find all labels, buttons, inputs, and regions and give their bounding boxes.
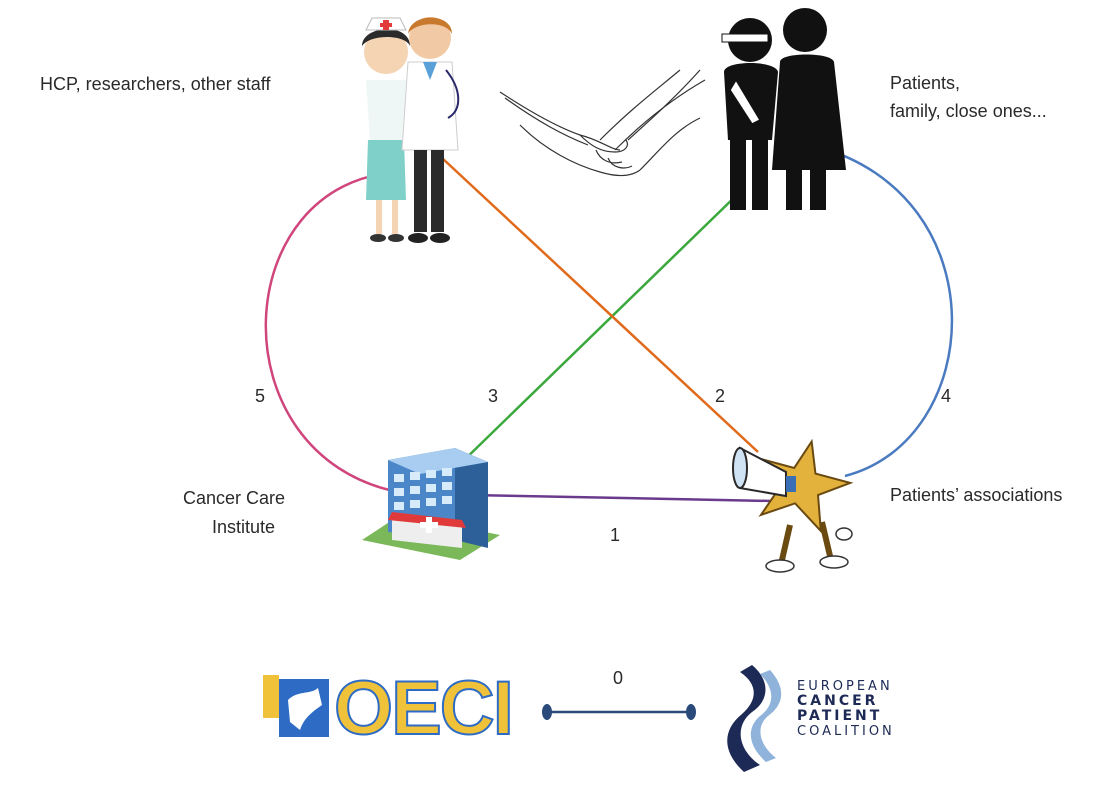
patients-family-icon [721,8,846,210]
patients-association-star-icon [732,438,854,573]
ecpc-logo-mark [727,665,782,772]
link-number-4: 4 [941,386,952,406]
link-number-5: 5 [255,386,266,406]
link-5-curve [264,170,401,494]
hospital-building-icon [362,448,500,560]
handshake-illustration [499,69,706,177]
link-4-curve [814,144,954,478]
ecpc-line-european: EUROPEAN [797,679,893,694]
healthcare-staff-icon [362,17,460,243]
node-label-institute-line1: Cancer Care [183,488,286,508]
node-label-hcp: HCP, researchers, other staff [40,74,271,94]
ecpc-logo-text: EUROPEAN CANCER PATIENT COALITION [797,679,895,739]
node-label-patients-line2: family, close ones... [890,101,1047,121]
link-number-1: 1 [610,525,621,545]
ecpc-line-coalition: COALITION [797,724,895,739]
oeci-logo-text: OECI [333,665,515,752]
link-3-line [457,189,743,467]
node-label-associations: Patients’ associations [890,485,1063,505]
link-number-3: 3 [488,386,499,406]
node-label-institute-line2: Institute [212,517,276,537]
ecpc-line-patient: PATIENT [797,708,883,724]
ecpc-line-cancer: CANCER [797,693,879,709]
node-label-patients-line1: Patients, [890,73,961,93]
link-number-2: 2 [715,386,726,406]
link-number-0: 0 [613,668,624,688]
link-1-line [469,493,773,503]
oeci-logo-mark [263,675,329,737]
link-0-connector [542,704,696,720]
link-2-line [441,157,759,453]
